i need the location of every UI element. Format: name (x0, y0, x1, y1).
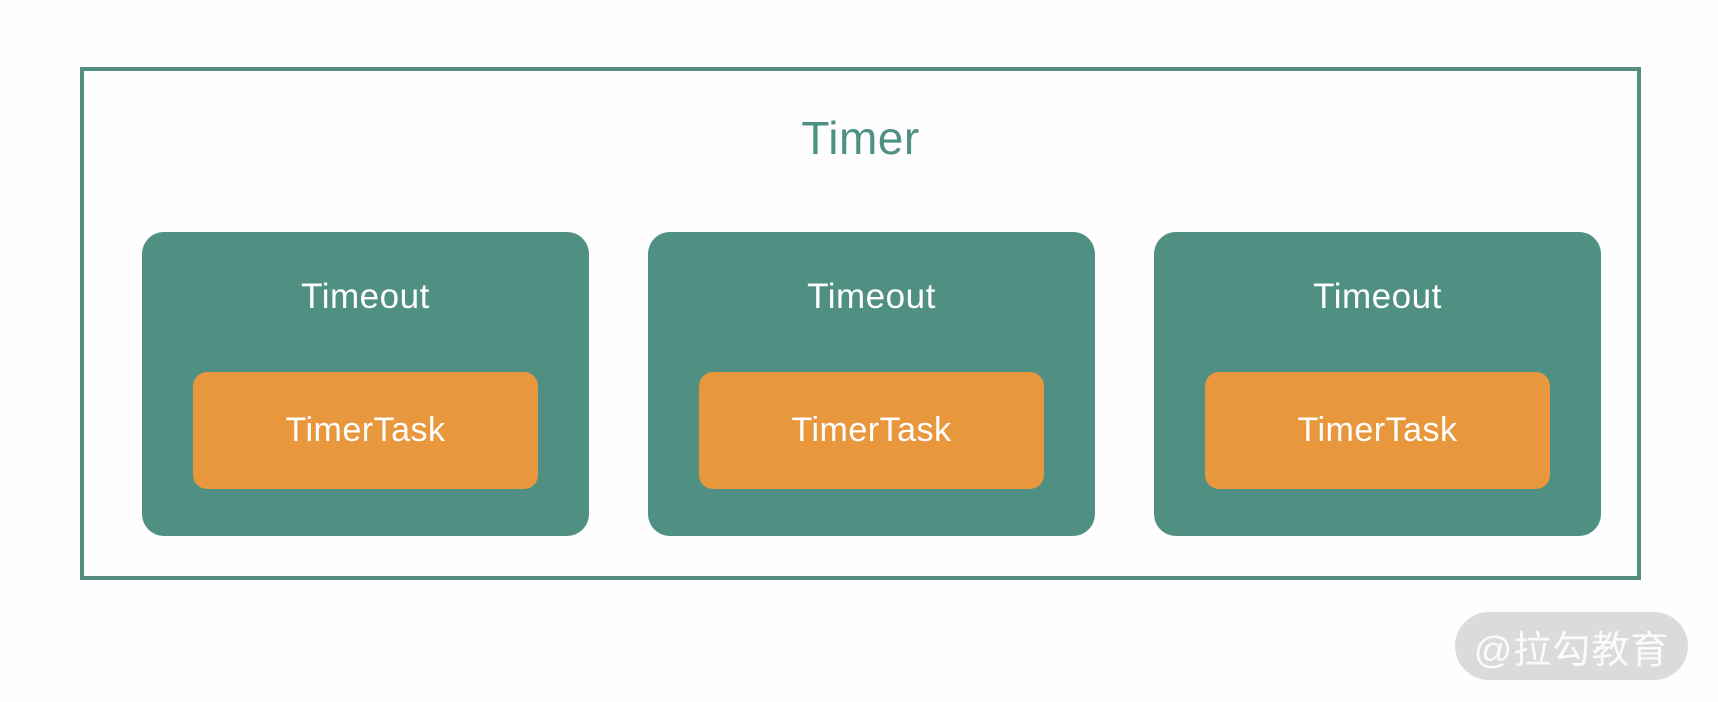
timertask-box: TimerTask (1205, 372, 1550, 489)
timer-container: Timer Timeout TimerTask Timeout TimerTas… (80, 67, 1641, 580)
timertask-box: TimerTask (193, 372, 538, 489)
timer-title: Timer (801, 112, 920, 164)
timeout-label: Timeout (301, 277, 430, 316)
timeout-box-1: Timeout TimerTask (142, 232, 589, 536)
timeout-label: Timeout (1313, 277, 1442, 316)
timeout-box-2: Timeout TimerTask (648, 232, 1095, 536)
timeout-box-3: Timeout TimerTask (1154, 232, 1601, 536)
watermark-badge: @拉勾教育 (1455, 612, 1688, 680)
timertask-box: TimerTask (699, 372, 1044, 489)
timeout-row: Timeout TimerTask Timeout TimerTask Time… (142, 232, 1601, 536)
timeout-label: Timeout (807, 277, 936, 316)
